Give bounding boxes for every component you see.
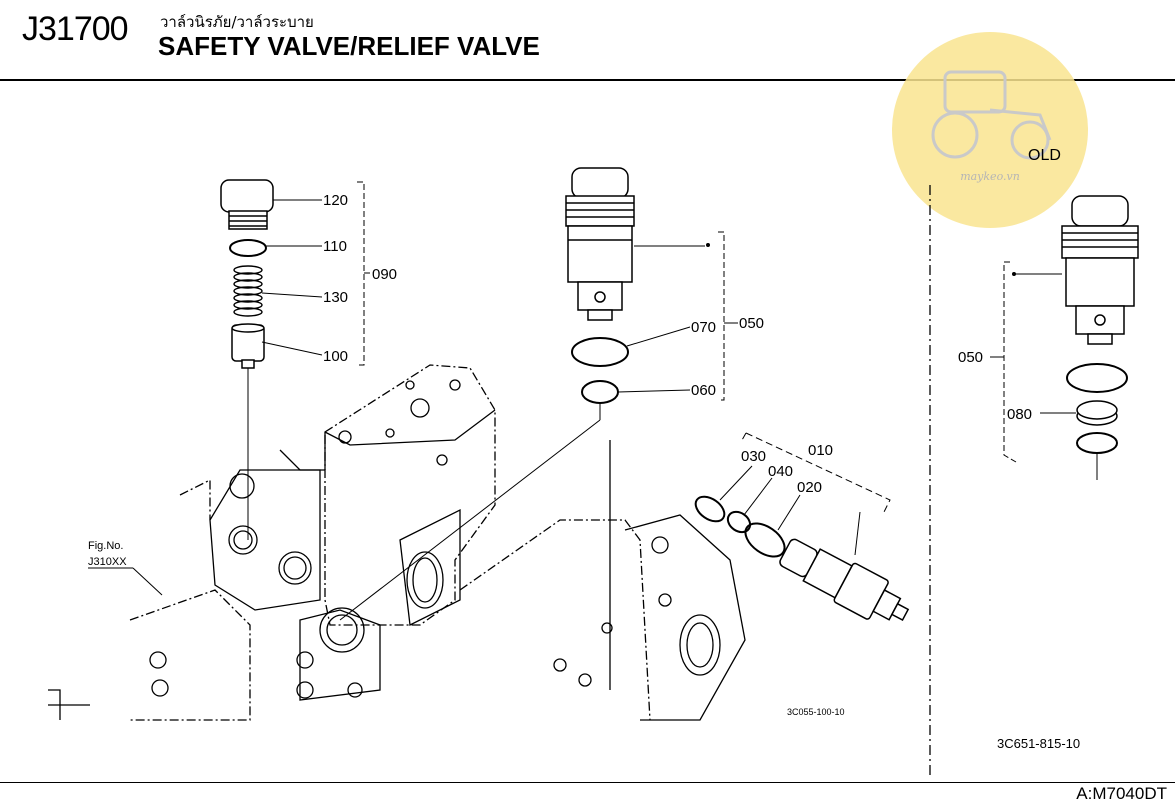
page-title: SAFETY VALVE/RELIEF VALVE — [158, 31, 540, 61]
callout-010: 010 — [808, 442, 833, 459]
valve-body — [48, 364, 746, 721]
fig-ref-label: Fig.No. — [88, 540, 123, 552]
backup-ring-040 — [726, 510, 752, 534]
old-oring-small — [1076, 432, 1118, 454]
callout-070: 070 — [691, 319, 716, 336]
old-callout-050: 050 — [958, 349, 983, 366]
callout-040: 040 — [768, 463, 793, 480]
oring-020 — [744, 522, 786, 558]
page-code: J31700 — [22, 10, 129, 48]
image-code-old: 3C651-815-10 — [997, 736, 1080, 751]
relief-valve-cartridge — [565, 167, 635, 321]
old-label: OLD — [1028, 147, 1061, 164]
plug-120 — [220, 179, 274, 230]
image-code-main: 3C055-100-10 — [787, 707, 845, 717]
watermark-logo: maykeo.vn — [892, 32, 1088, 228]
old-backup-ring-080 — [1076, 400, 1118, 426]
spring-130 — [233, 265, 263, 317]
watermark-text: maykeo.vn — [960, 170, 1020, 183]
callout-100: 100 — [323, 348, 348, 365]
callout-030: 030 — [741, 448, 766, 465]
poppet-100 — [231, 323, 265, 369]
oring-060 — [581, 380, 619, 404]
callout-120: 120 — [323, 192, 348, 209]
header-rule — [0, 79, 1175, 81]
callout-090: 090 — [372, 266, 397, 283]
oring-070 — [571, 337, 629, 367]
model-code: A:M7040DT — [1076, 784, 1167, 803]
callout-110: 110 — [323, 238, 347, 255]
callout-130: 130 — [323, 289, 348, 306]
thai-title: วาล์วนิรภัย/วาล์วระบาย — [160, 13, 314, 31]
footer-rule — [0, 782, 1175, 783]
callout-020: 020 — [797, 479, 822, 496]
oring-110 — [229, 239, 267, 257]
callout-050: 050 — [739, 315, 764, 332]
old-relief-cartridge — [1061, 195, 1139, 345]
oring-030 — [694, 495, 726, 523]
old-oring — [1066, 363, 1128, 393]
side-relief-cartridge — [779, 538, 910, 622]
old-callout-080: 080 — [1007, 406, 1032, 423]
fig-ref-number: J310XX — [88, 556, 127, 568]
callout-060: 060 — [691, 382, 716, 399]
